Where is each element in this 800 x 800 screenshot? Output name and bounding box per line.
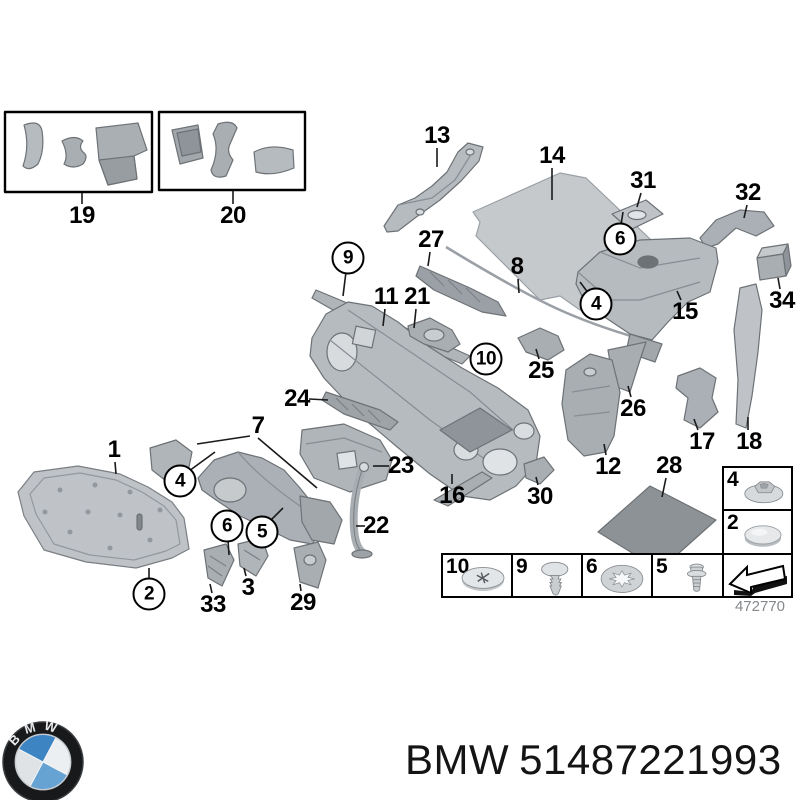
part-18-shape [733, 283, 763, 429]
part-29-shape [293, 541, 327, 589]
part-27-shape [415, 265, 507, 317]
fastener-label: 5 [656, 555, 668, 578]
star-lock-washer-icon [600, 564, 644, 593]
part-group-19-shapes [22, 122, 148, 186]
part-10-firewall-shape [309, 301, 541, 501]
fastener-cell-2: 2 [722, 509, 793, 555]
fastener-label: 6 [586, 555, 598, 578]
part-1-hood-insulation-shape [17, 465, 190, 569]
fastener-cell-6: 6 [581, 553, 653, 598]
fastener-label: 9 [516, 555, 528, 578]
fastener-cell-4: 4 [722, 466, 793, 511]
part-7-assembly-shape [149, 439, 343, 545]
part-23-shape [299, 423, 393, 493]
bmw-logo: BMW [2, 721, 84, 800]
brand-name: BMW [405, 736, 510, 783]
fir-tree-rivet-icon [541, 561, 569, 596]
part-group-20-shapes [171, 121, 295, 178]
part-13-shape [383, 142, 484, 233]
part-33-shape [203, 543, 235, 587]
fastener-label: 4 [727, 468, 739, 491]
part-number: 51487221993 [519, 736, 782, 783]
expansion-rivet-icon [686, 563, 707, 592]
disc-clip-icon [461, 566, 505, 591]
fastener-label: 10 [446, 555, 470, 578]
part-34-shape [756, 243, 792, 281]
drawing-number: 472770 [734, 598, 786, 615]
part-21-shape [407, 317, 461, 353]
part-12-shape [561, 353, 621, 457]
part-16-shape [433, 471, 493, 507]
fastener-cell-9: 9 [511, 553, 583, 598]
direction-arrow-icon [728, 564, 787, 596]
part-17-shape [675, 367, 719, 429]
fastener-cell-arrow [722, 553, 793, 598]
fastener-cell-5: 5 [651, 553, 724, 598]
part-30-shape [523, 456, 555, 485]
group-box-20 [157, 110, 307, 192]
fastener-label: 2 [727, 511, 739, 534]
plastic-nut-washer-icon [744, 481, 784, 504]
dome-cap-icon [744, 525, 782, 547]
group-box-19 [3, 110, 154, 194]
part-8-shape [445, 245, 653, 344]
fastener-cell-10: 10 [441, 553, 513, 598]
part-25-shape [517, 327, 565, 361]
part-22-shape [349, 461, 373, 559]
